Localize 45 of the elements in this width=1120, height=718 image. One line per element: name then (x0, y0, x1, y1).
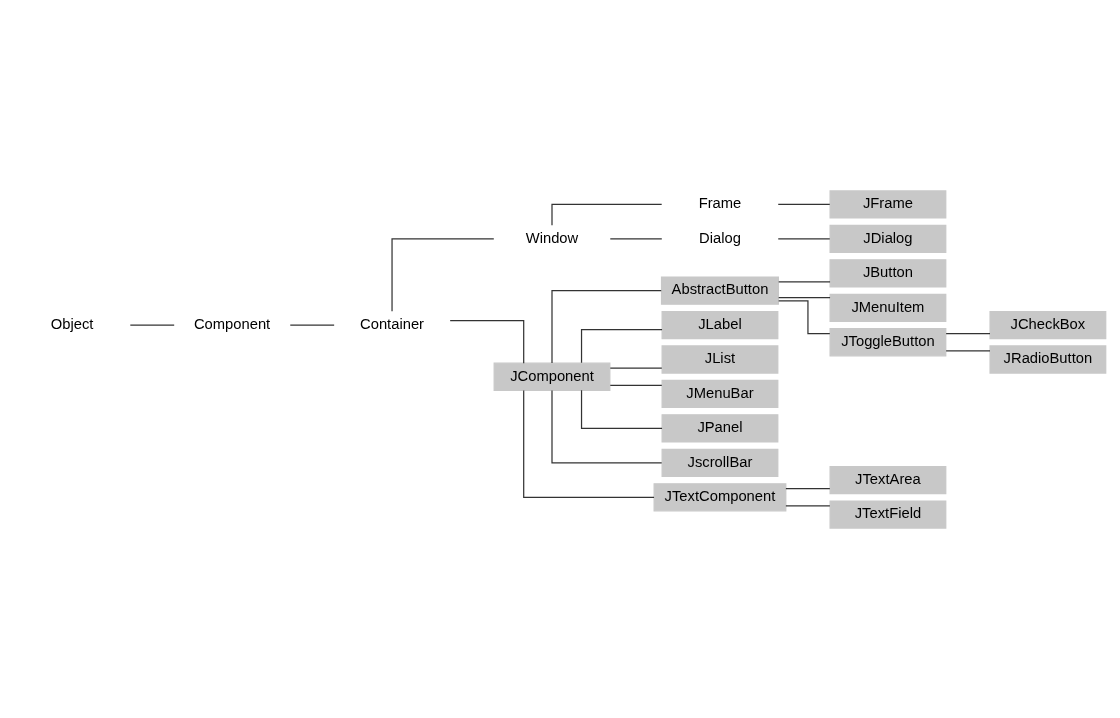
node-text: Dialog (699, 229, 741, 246)
node-box: JscrollBar (661, 448, 779, 477)
node-text: Object (50, 315, 94, 332)
node-text: Window (525, 229, 579, 246)
connector (785, 504, 831, 507)
node-text: Component (193, 315, 271, 332)
node-text: Frame (698, 194, 742, 211)
connector (945, 332, 991, 334)
node-box: JLabel (661, 310, 779, 339)
connector (551, 203, 663, 226)
node-box: JCheckBox (989, 310, 1107, 339)
node-box: JMenuItem (829, 293, 947, 322)
node-box: JButton (829, 258, 947, 287)
connector (609, 237, 663, 240)
connector (609, 367, 663, 369)
node-box: JTextComponent (653, 482, 787, 511)
connector (778, 280, 831, 283)
node-box: JFrame (829, 189, 947, 219)
connector (785, 487, 831, 489)
connector (580, 328, 663, 363)
node-box: JToggleButton (829, 327, 947, 356)
connector (129, 323, 175, 326)
connector (391, 237, 495, 312)
connector (777, 237, 831, 240)
node-box: JRadioButton (989, 344, 1107, 374)
connector (778, 299, 831, 334)
connector (551, 389, 663, 463)
node-box: JTextField (829, 499, 947, 529)
connector (580, 389, 663, 429)
node-box: JComponent (493, 362, 611, 391)
node-box: JTextArea (829, 465, 947, 494)
connector (609, 384, 663, 386)
connector (449, 319, 525, 364)
connector (777, 203, 831, 205)
connector (289, 323, 335, 326)
node-box: JMenuBar (661, 379, 779, 408)
connector (551, 289, 662, 363)
node-text: Container (360, 315, 425, 332)
node-box: JList (661, 344, 779, 374)
connector (778, 296, 831, 298)
node-box: AbstractButton (660, 275, 780, 305)
connector (945, 349, 991, 351)
node-box: JPanel (661, 413, 779, 443)
node-box: JDialog (829, 224, 947, 253)
connector (523, 389, 655, 498)
